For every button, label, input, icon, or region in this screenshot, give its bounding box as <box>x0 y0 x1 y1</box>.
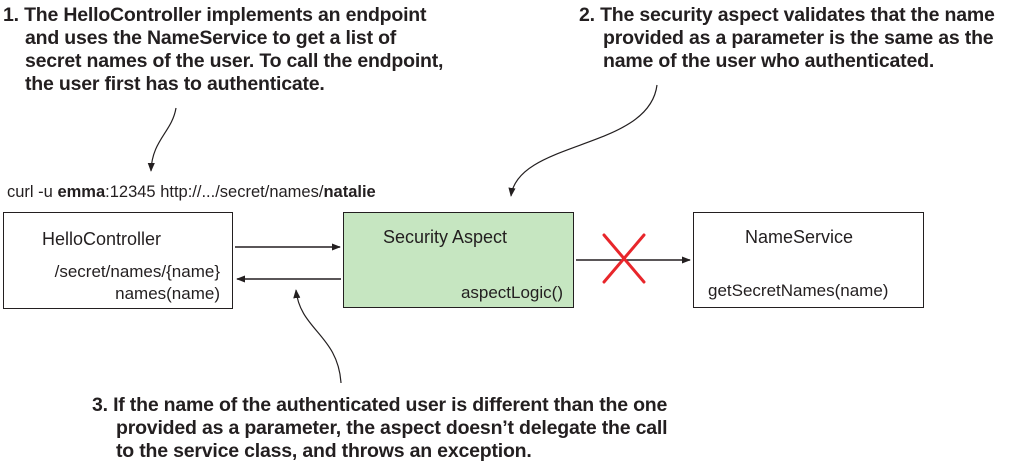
curl-prefix: curl -u <box>7 183 58 201</box>
note-2-line: 2. The security aspect validates that th… <box>579 4 995 26</box>
note-1: 1. The HelloController implements an end… <box>3 4 443 96</box>
blocked-cross-icon <box>602 233 646 284</box>
curl-user: emma <box>57 183 106 201</box>
note-3-line: provided as a parameter, the aspect does… <box>116 417 668 439</box>
hello-controller-method: names(name) <box>115 284 220 303</box>
note-3-line: 3. If the name of the authenticated user… <box>92 394 668 416</box>
note-2-line: provided as a parameter is the same as t… <box>603 27 994 49</box>
note-1-line: 1. The HelloController implements an end… <box>3 4 427 26</box>
curl-command: curl -u emma:12345 http://.../secret/nam… <box>7 183 376 202</box>
note-1-pointer <box>147 107 177 172</box>
name-service-box: NameService getSecretNames(name) <box>693 212 924 308</box>
security-aspect-method: aspectLogic() <box>460 283 563 302</box>
security-aspect-title: Security Aspect <box>383 227 508 247</box>
note-3-line: to the service class, and throws an exce… <box>116 440 532 462</box>
note-2-line: name of the user who authenticated. <box>603 50 935 72</box>
note-3: 3. If the name of the authenticated user… <box>92 394 668 463</box>
name-service-title: NameService <box>745 227 854 247</box>
note-1-line: the user first has to authenticate. <box>25 73 325 95</box>
hello-controller-title: HelloController <box>42 229 162 249</box>
note-1-line: secret names of the user. To call the en… <box>25 50 444 72</box>
note-2-pointer <box>508 84 658 197</box>
hello-controller-path: /secret/names/{name} <box>54 262 220 281</box>
security-aspect-box: Security Aspect aspectLogic() <box>343 212 574 308</box>
note-1-line: and uses the NameService to get a list o… <box>25 27 397 49</box>
note-2: 2. The security aspect validates that th… <box>579 4 995 73</box>
note-3-pointer <box>293 289 342 384</box>
name-service-method: getSecretNames(name) <box>708 281 889 300</box>
curl-name: natalie <box>323 183 376 201</box>
hello-controller-box: HelloController /secret/names/{name} nam… <box>3 212 233 309</box>
curl-middle: :12345 http://.../secret/names/ <box>105 183 324 201</box>
